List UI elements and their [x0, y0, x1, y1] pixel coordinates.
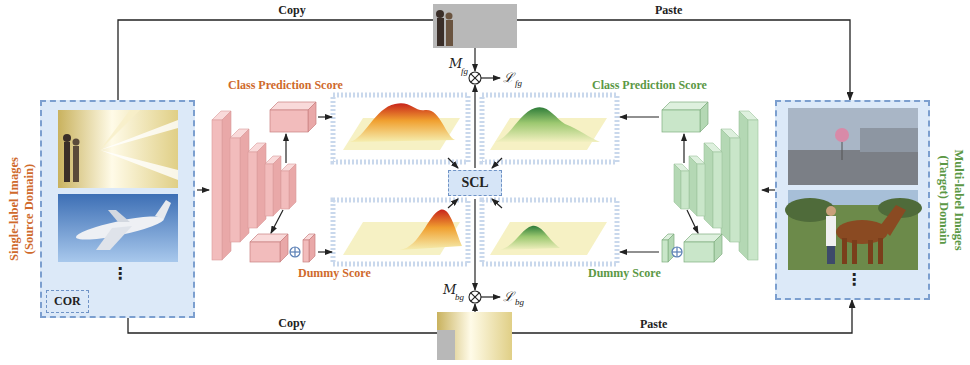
panel-heading: Single-label Images (Source Domain): [7, 144, 37, 274]
panel-heading: Multi-label Images (Target) Domain: [936, 135, 966, 265]
edge-text: Paste: [640, 317, 667, 332]
mask-symbol: M: [443, 282, 456, 297]
score-label: Class Prediction Score: [228, 78, 343, 93]
loss-symbol: ℒ: [503, 68, 514, 86]
edge-text: Paste: [655, 3, 682, 18]
source-image-tunnel: [58, 110, 178, 188]
domain-panel: Single-label Images (Source Domain)COR: [40, 100, 195, 318]
flow-arrows: [197, 48, 775, 312]
module-box: COR: [46, 290, 89, 313]
edge-label: Copy: [276, 316, 307, 331]
loss-subscript: bg: [515, 297, 524, 307]
mask-symbol: M: [449, 56, 462, 71]
ellipsis: ⋮: [112, 264, 128, 283]
loss-subscript: fg: [515, 78, 522, 88]
mask-subscript: bg: [455, 292, 464, 302]
mask-subscript: fg: [461, 66, 468, 76]
score-cubes-source: [250, 102, 316, 262]
score-cubes-target: [662, 102, 722, 262]
score-label: Dummy Score: [588, 266, 661, 281]
target-image-airport: [788, 108, 918, 185]
target-image-horse: [785, 190, 922, 270]
box-label: SCL: [461, 175, 488, 191]
score-label: Class Prediction Score: [592, 78, 707, 93]
mask-images: [433, 4, 517, 360]
box-label: COR: [54, 294, 81, 309]
score-label: Dummy Score: [298, 266, 371, 281]
ellipsis: ⋮: [846, 270, 862, 289]
backbone-source: [212, 111, 296, 260]
module-box: SCL: [448, 170, 501, 196]
loss-symbol: ℒ: [503, 287, 514, 305]
backbone-target: [674, 111, 758, 260]
edge-label: Copy: [276, 3, 307, 18]
source-image-airplane: [58, 194, 178, 262]
